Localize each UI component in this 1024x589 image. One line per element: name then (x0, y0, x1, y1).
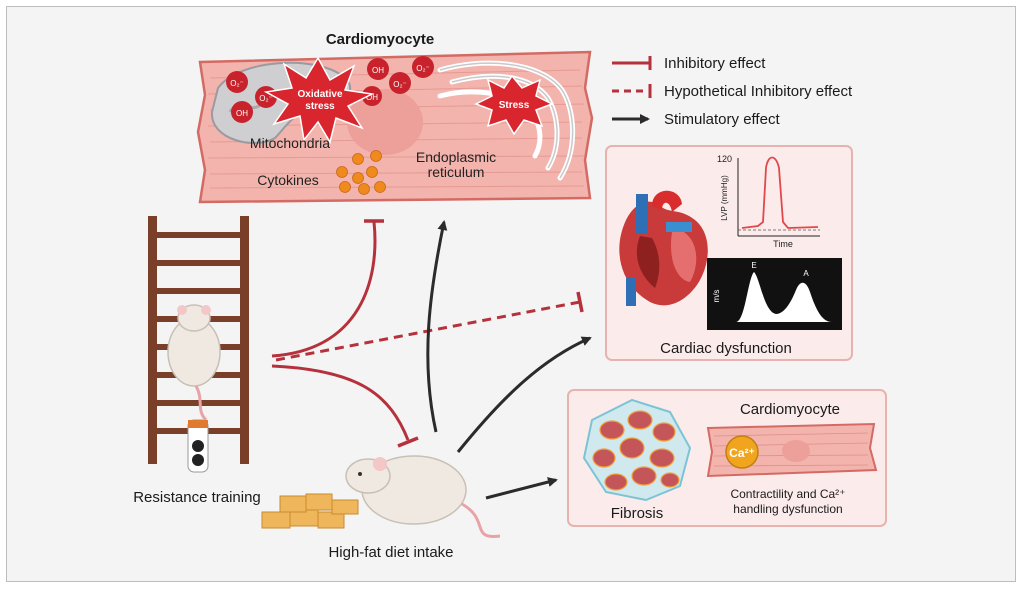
nucleus (347, 89, 423, 155)
weight-tube-icon (187, 419, 209, 473)
radical-label: O₂⁻ (393, 80, 407, 89)
inhibitory-arrow-to-diet-rat (271, 364, 410, 441)
contractility-caption-line2: handling dysfunction (733, 502, 842, 516)
radical-label: OH (366, 93, 378, 102)
er-stress-star-icon: Stress (474, 74, 554, 136)
butter-blocks-icon (261, 493, 359, 529)
cytokines-label: Cytokines (257, 172, 318, 188)
lvp-trace (741, 156, 819, 229)
peak-e-label: E (751, 261, 756, 270)
stress-label: stress (305, 101, 335, 112)
inhibitory-arrow-to-cell (271, 221, 377, 358)
cardiac-dysfunction-label: Cardiac dysfunction (660, 340, 792, 357)
radical-label: O₂⁻ (230, 79, 244, 88)
sedentary-rat-icon (345, 455, 501, 539)
lvp-max-label: 120 (717, 154, 732, 164)
radical-molecules: O₂⁻ O₂⁻ OH OH O₂⁻ O₂⁻ OH (226, 56, 434, 123)
radical-label: OH (236, 109, 248, 118)
legend: Inhibitory effect Hypothetical Inhibitor… (612, 55, 853, 128)
cardiac-dysfunction-panel: 120 LVP (mmHg) Time m/s E A Cardiac dysf… (605, 145, 853, 361)
radical-label: OH (372, 66, 384, 75)
cardiomyocyte-small-title: Cardiomyocyte (740, 401, 840, 418)
time-axis-label: Time (773, 239, 793, 249)
stress-text: Stress (499, 100, 530, 111)
resistance-training-label: Resistance training (133, 489, 261, 506)
calcium-icon: Ca²⁺ (725, 435, 759, 469)
doppler-waveform (716, 272, 832, 322)
stimulatory-arrow-to-cell (426, 220, 448, 433)
legend-hypothetical: Hypothetical Inhibitory effect (664, 83, 853, 100)
lvp-axis-label: LVP (mmHg) (720, 175, 729, 221)
radical-label: O₂⁻ (416, 64, 430, 73)
climbing-rat-icon (167, 304, 221, 422)
cardiomyocyte-title: Cardiomyocyte (326, 31, 434, 48)
er-label-line1: Endoplasmic (416, 149, 496, 165)
doppler-axis-label: m/s (712, 290, 721, 303)
high-fat-diet-label: High-fat diet intake (328, 544, 453, 561)
calcium-label: Ca²⁺ (729, 446, 755, 460)
oxidative-label: Oxidative (297, 89, 342, 100)
cytokines-icon (336, 150, 386, 195)
fibrosis-label: Fibrosis (611, 505, 664, 522)
heart-icon (619, 190, 708, 306)
fibrosis-panel: Fibrosis Cardiomyocyte Ca²⁺ Contractilit… (567, 389, 887, 527)
fibrosis-tissue-icon (582, 398, 692, 502)
oxidative-stress-star-icon: Oxidative stress (263, 56, 375, 144)
contractility-caption-line1: Contractility and Ca²⁺ (730, 487, 845, 501)
legend-inhibitory: Inhibitory effect (664, 55, 766, 72)
mitochondria-label: Mitochondria (250, 135, 330, 151)
legend-stimulatory: Stimulatory effect (664, 111, 780, 128)
stimulatory-arrow-to-fibrosis (485, 477, 558, 500)
peak-a-label: A (803, 269, 809, 278)
radical-label: O₂⁻ (259, 94, 273, 103)
er-label-line2: reticulum (428, 164, 485, 180)
stimulatory-arrow-to-dysfunction (456, 336, 592, 453)
